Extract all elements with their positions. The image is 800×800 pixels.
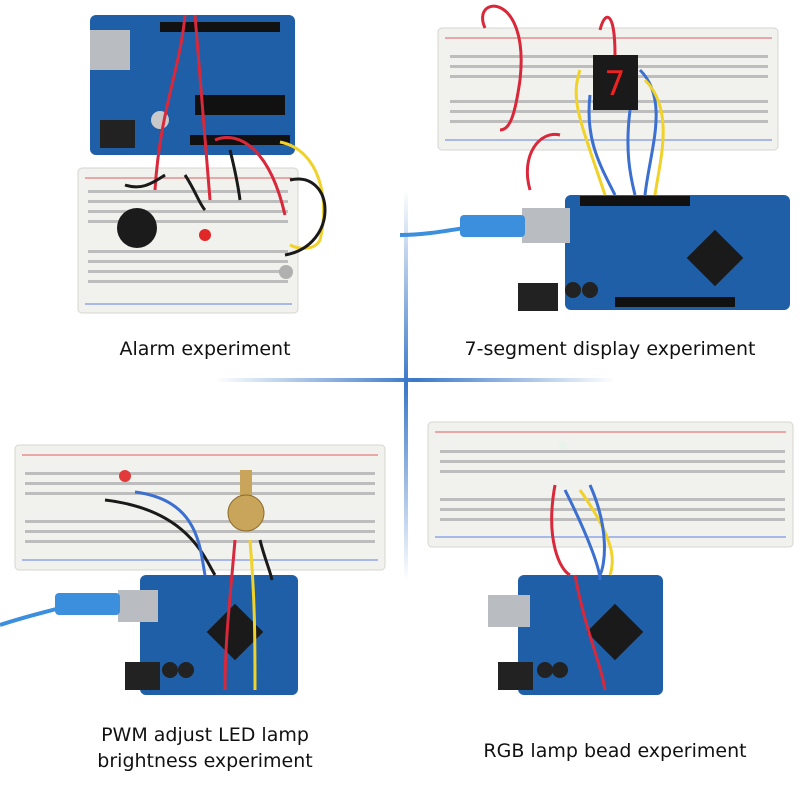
usb-cable: [460, 215, 525, 237]
caption-pwm-text: PWM adjust LED lamp brightness experimen…: [97, 724, 313, 772]
alarm-circuit-photo: [77, 14, 327, 314]
red-led: [119, 470, 131, 482]
caption-7-segment: 7-segment display experiment: [464, 338, 756, 360]
panel-7-segment: 7 7-segment display experiment: [400, 0, 800, 400]
usb-cable: [55, 593, 120, 615]
panel-alarm: Alarm experiment: [0, 0, 400, 400]
breadboard: [427, 421, 794, 548]
rgb-circuit-photo: [427, 421, 794, 695]
breadboard: [77, 167, 299, 314]
panel-rgb: RGB lamp bead experiment: [400, 400, 800, 800]
horizontal-divider: [215, 378, 615, 382]
caption-pwm: PWM adjust LED lamp brightness experimen…: [70, 722, 340, 774]
caption-alarm: Alarm experiment: [119, 338, 291, 360]
vertical-divider: [404, 190, 408, 580]
potentiometer: [227, 494, 265, 532]
seven-segment-display: [593, 55, 638, 110]
rgb-led: [559, 441, 567, 449]
arduino-board: [565, 195, 790, 310]
arduino-board: [90, 15, 295, 155]
buzzer: [117, 208, 157, 248]
pwm-circuit-photo: [0, 444, 386, 695]
red-led: [199, 229, 211, 241]
caption-rgb: RGB lamp bead experiment: [483, 740, 747, 762]
seven-segment-circuit-photo: 7: [400, 4, 790, 311]
panel-pwm: PWM adjust LED lamp brightness experimen…: [0, 400, 400, 800]
breadboard: [14, 444, 386, 571]
display-digit: 7: [605, 64, 625, 104]
